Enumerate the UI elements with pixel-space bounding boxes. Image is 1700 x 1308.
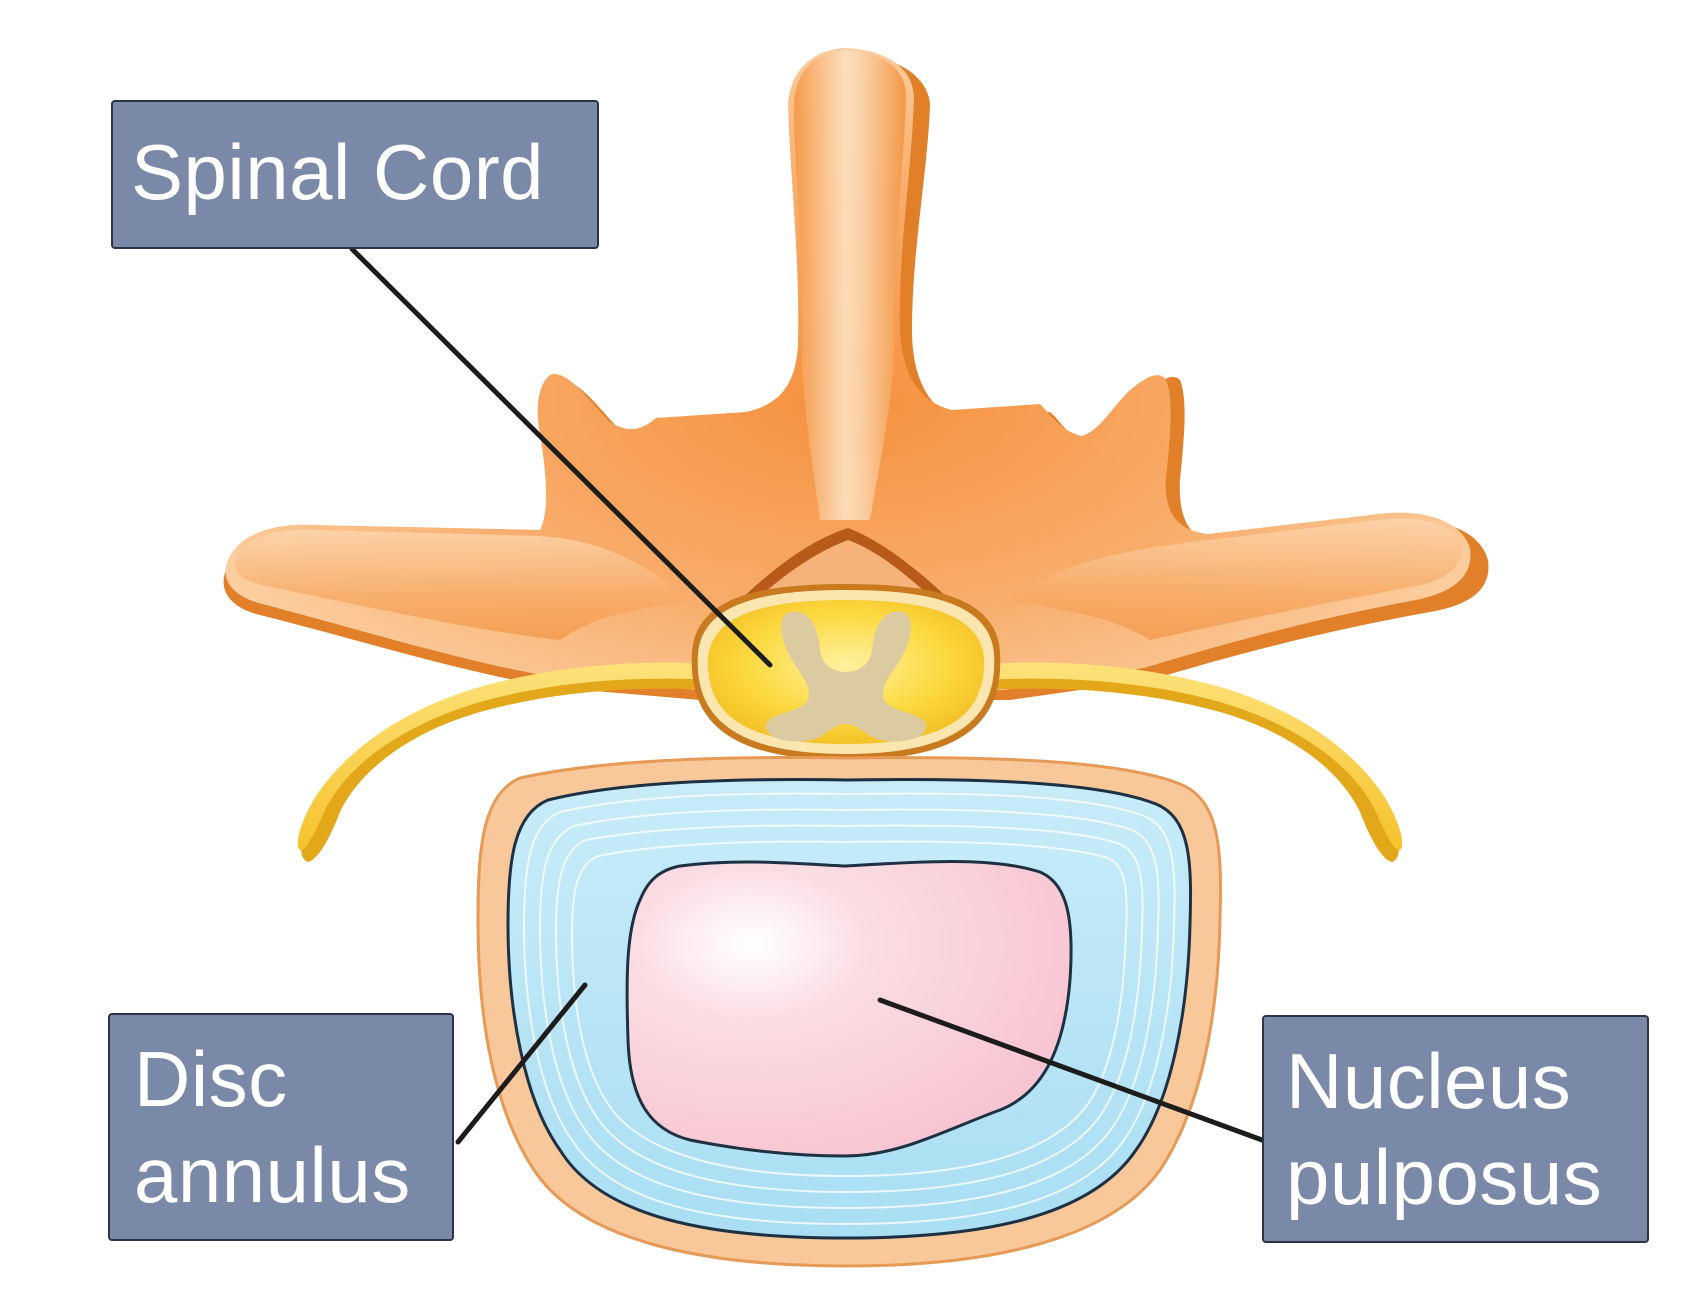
- vertebral-arch: [223, 48, 1489, 700]
- right-transverse-process: [1010, 518, 1463, 640]
- disc-annulus-label: Disc annulus: [108, 1013, 454, 1241]
- nucleus-pulposus-label-line-1: Nucleus: [1286, 1037, 1572, 1125]
- leader-line-spinal-cord: [349, 246, 773, 668]
- spinal-cord: [691, 584, 1001, 760]
- nucleus-pulposus-label: Nucleus pulposus: [1262, 1015, 1649, 1243]
- disc-annulus-label-line-2: annulus: [134, 1131, 411, 1219]
- spinal-cord-label-text: Spinal Cord: [131, 128, 545, 216]
- nucleus-pulposus-label-line-2: pulposus: [1286, 1133, 1603, 1221]
- leader-lines: [349, 246, 1265, 1145]
- leader-line-disc-annulus: [455, 982, 588, 1145]
- intervertebral-disc: [476, 756, 1223, 1268]
- disc-annulus-label-line-1: Disc: [134, 1035, 288, 1123]
- left-transverse-process: [235, 529, 690, 640]
- leader-line-nucleus-pulposus: [877, 997, 1265, 1143]
- spinous-process: [794, 50, 906, 520]
- spinal-cord-label: Spinal Cord: [111, 100, 599, 249]
- annulus-lamellae: [522, 792, 1176, 1226]
- disc-nucleus-pulposus: [625, 860, 1073, 1158]
- spinal-cord-grey-matter: [765, 611, 927, 742]
